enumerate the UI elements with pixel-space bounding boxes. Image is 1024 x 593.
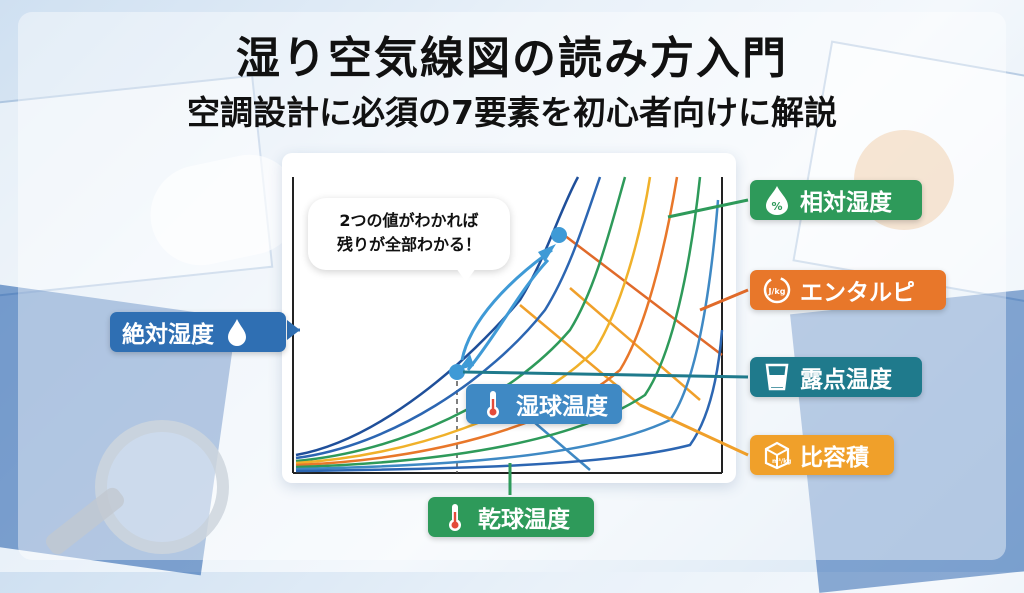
connector-enthalpy	[699, 288, 749, 312]
rh-curve	[295, 176, 627, 463]
rh-curve	[295, 176, 679, 467]
rh-curve	[295, 329, 724, 473]
label-specific-volume-text: 比容積	[800, 445, 869, 471]
connector-dew-point	[462, 370, 749, 379]
relation-arrow	[466, 258, 550, 371]
arrow-head	[538, 244, 556, 262]
label-relative-humidity-text: 相対湿度	[800, 190, 892, 216]
svg-text:%: %	[771, 200, 782, 213]
energy-icon: J/kg	[762, 275, 792, 305]
bubble-line-1: 2つの値がわかれば	[339, 211, 479, 230]
glass-icon	[762, 362, 792, 392]
label-absolute-humidity: 絶対湿度	[110, 312, 286, 352]
rh-curve	[295, 176, 702, 469]
enthalpy-line	[559, 231, 723, 356]
relation-arrow	[460, 248, 553, 361]
thermometer-icon	[478, 389, 508, 419]
cube-icon: m³/kg	[762, 440, 792, 470]
label-wet-bulb: 湿球温度	[466, 384, 622, 424]
svg-text:J/kg: J/kg	[768, 287, 786, 296]
svg-text:m³/kg: m³/kg	[772, 458, 791, 465]
label-dry-bulb-text: 乾球温度	[478, 507, 570, 533]
speech-bubble: 2つの値がわかれば 残りが全部わかる！	[308, 198, 510, 282]
label-relative-humidity: % 相対湿度	[750, 180, 922, 220]
label-dew-point: 露点温度	[750, 357, 922, 397]
label-absolute-humidity-text: 絶対湿度	[122, 322, 214, 348]
label-enthalpy: J/kg エンタルピ	[750, 270, 946, 310]
label-specific-volume: m³/kg 比容積	[750, 435, 894, 475]
bubble-line-2: 残りが全部わかる！	[336, 235, 481, 254]
label-wet-bulb-text: 湿球温度	[516, 394, 608, 420]
label-enthalpy-text: エンタルピ	[800, 280, 915, 306]
percent-drop-icon: %	[762, 185, 792, 215]
thermometer-icon	[440, 502, 470, 532]
water-drop-icon	[222, 317, 252, 347]
rh-curve	[295, 176, 652, 465]
label-dry-bulb: 乾球温度	[428, 497, 594, 537]
connector-relative-humidity	[667, 198, 749, 219]
connector-absolute-humidity	[287, 320, 300, 340]
magnifier-icon	[95, 420, 229, 554]
specific-volume-line	[569, 287, 701, 401]
state-point	[551, 227, 567, 243]
label-dew-point-text: 露点温度	[800, 367, 892, 393]
state-point	[449, 364, 465, 380]
page-title: 湿り空気線図の読み方入門	[236, 33, 788, 84]
rh-curve	[295, 199, 720, 471]
connector-specific-volume	[639, 403, 749, 457]
rh-curve	[295, 176, 602, 460]
page-subtitle: 空調設計に必須の7要素を初心者向けに解説	[187, 93, 837, 132]
